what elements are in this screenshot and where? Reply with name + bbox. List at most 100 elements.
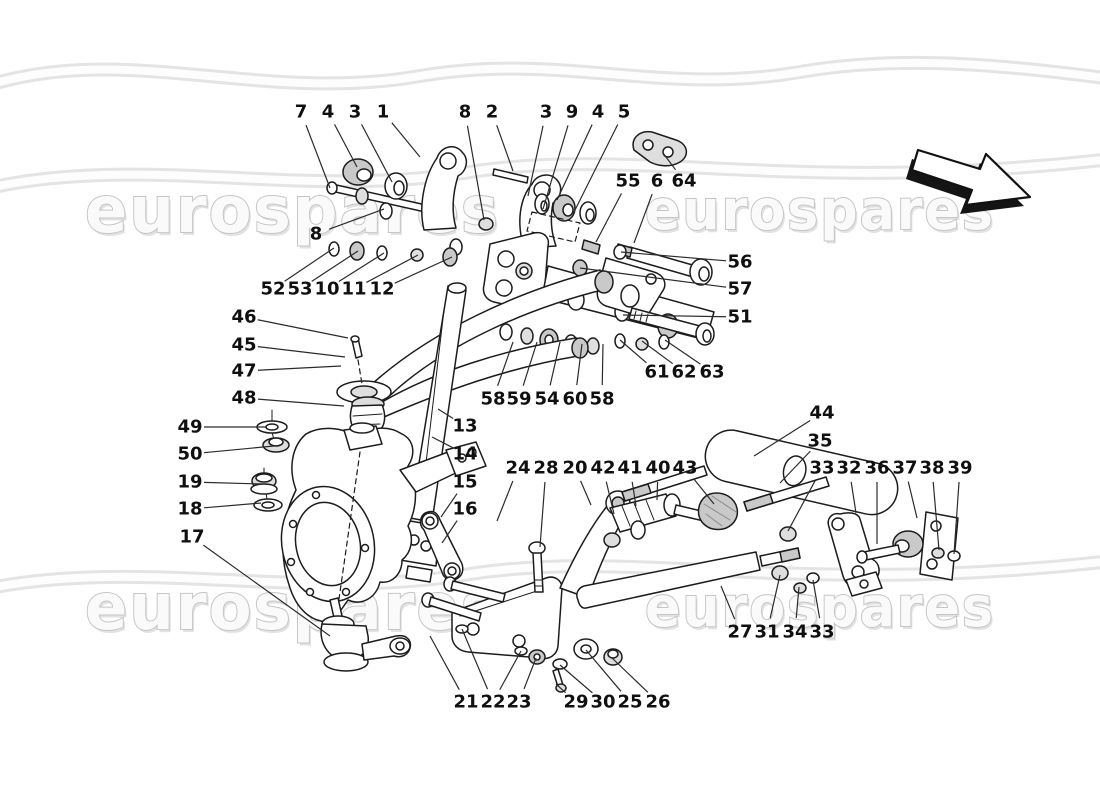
tie-rod-end (320, 597, 412, 672)
part-number-label: 4 (592, 102, 605, 123)
leader-line (720, 585, 736, 620)
watermark-text-shadow: eurospares (647, 181, 997, 245)
upper-front-bolt-assembly (326, 158, 445, 217)
part-number-label: 33 (809, 458, 834, 479)
part-number-label: 1 (377, 102, 390, 123)
leader-line (338, 252, 385, 283)
part-number-label: 62 (671, 362, 696, 383)
part-number-label: 48 (231, 388, 256, 409)
leader-line (522, 341, 538, 386)
part-number-label: 56 (727, 252, 752, 273)
part-number-label: 24 (505, 458, 530, 479)
part-number-label: 2 (486, 102, 499, 123)
part-number-label: 5 (618, 102, 631, 123)
leader-line (601, 343, 604, 386)
leader-line (595, 193, 623, 243)
part-number-label: 29 (563, 692, 588, 713)
part-number-label: 22 (480, 692, 505, 713)
leader-line (527, 125, 544, 197)
leader-line (580, 480, 592, 506)
part-number-label: 44 (809, 403, 834, 424)
leader-line (779, 450, 811, 484)
part-number-label: 8 (310, 224, 323, 245)
leader-line (559, 664, 593, 694)
part-number-label: 37 (892, 458, 917, 479)
part-number-label: 8 (459, 102, 472, 123)
leader-line (305, 124, 331, 189)
leader-line (641, 340, 674, 365)
background-swooshes (0, 55, 1100, 594)
leader-line (585, 649, 622, 692)
part-number-label: 58 (480, 389, 505, 410)
part-number-label: 58 (589, 389, 614, 410)
drop-link (419, 510, 464, 581)
washer-nut-61-62-63 (614, 333, 670, 351)
leader-line (611, 657, 649, 693)
leader-line (203, 544, 331, 637)
leader-line (284, 247, 335, 282)
leader-line (576, 343, 583, 386)
leader-line (556, 124, 593, 201)
rear-bracket-32 (779, 512, 883, 597)
leader-line (693, 478, 715, 505)
part-number-label: 53 (287, 279, 312, 300)
leader-line (203, 445, 275, 454)
leader-line (619, 339, 647, 364)
part-number-label: 40 (645, 458, 670, 479)
part-number-label: 45 (231, 335, 256, 356)
part-number-label: 36 (864, 458, 889, 479)
part-number-label: 20 (562, 458, 587, 479)
part-number-label: 60 (562, 389, 587, 410)
part-number-label: 41 (617, 458, 642, 479)
part-number-label: 25 (617, 692, 642, 713)
part-number-label: 63 (699, 362, 724, 383)
leader-line (664, 339, 701, 365)
leader-line (753, 419, 811, 457)
leader-line (429, 635, 460, 690)
leader-line (257, 398, 345, 407)
leader-line (662, 152, 677, 171)
part-number-label: 12 (369, 279, 394, 300)
leader-line (333, 124, 358, 168)
part-number-label: 57 (727, 279, 752, 300)
part-number-label: 10 (314, 279, 339, 300)
leader-line (907, 481, 918, 519)
part-number-label: 19 (177, 472, 202, 493)
leader-line (391, 122, 421, 158)
part-number-label: 11 (341, 279, 366, 300)
part-number-label: 17 (179, 527, 204, 548)
leader-line (555, 683, 566, 694)
part-number-label: 39 (947, 458, 972, 479)
front-suspension-artwork (250, 130, 961, 693)
part-number-label: 35 (807, 431, 832, 452)
part-number-label: 21 (453, 692, 478, 713)
part-number-label: 64 (671, 171, 696, 192)
part-number-label: 49 (177, 417, 202, 438)
leader-line (311, 250, 359, 282)
part-number-label: 61 (644, 362, 669, 383)
steering-knuckle (280, 422, 487, 623)
part-number-label: 6 (651, 171, 664, 192)
leader-line (366, 254, 419, 283)
part-number-label: 15 (452, 472, 477, 493)
leader-line (605, 481, 615, 515)
leader-line (633, 193, 653, 244)
leader-line (466, 125, 485, 221)
leader-line (812, 579, 821, 619)
leader-line (437, 408, 454, 420)
watermark-text: eurospares (645, 178, 995, 242)
cap-64 (632, 130, 688, 167)
leader-line (257, 319, 349, 339)
watermark-text: eurospares (645, 575, 995, 639)
leader-line (620, 251, 727, 262)
leader-line (953, 481, 960, 555)
leader-line (631, 481, 637, 507)
leader-line (542, 125, 569, 210)
part-number-label: 30 (590, 692, 615, 713)
fastener-column-left (250, 409, 290, 512)
part-number-label: 33 (809, 622, 834, 643)
leader-line (441, 520, 458, 544)
part-number-label: 47 (231, 361, 256, 382)
